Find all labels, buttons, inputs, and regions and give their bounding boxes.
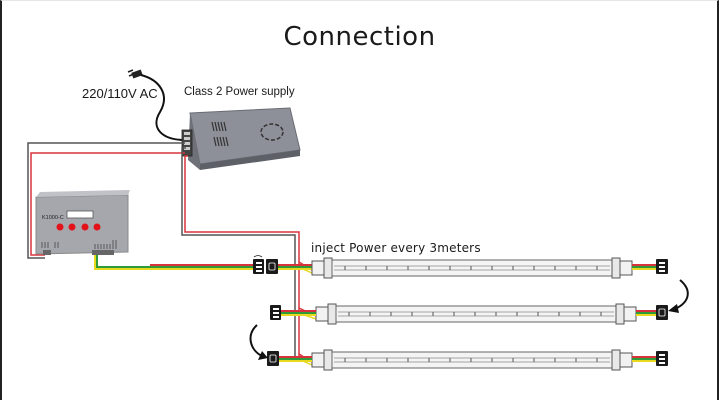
fan-icon [260,123,284,141]
controller-button-1 [56,223,64,231]
connector-male-tube1-end [656,259,668,274]
tube-output-wires [632,264,656,362]
diagram-title: Connection [283,22,436,52]
tube-input-wires [278,310,316,362]
controller-button-3 [81,223,89,231]
controller-data-cable [94,255,312,270]
arrow-tube2-to-tube3-icon [249,324,268,360]
connector-female-tube2-end [656,305,668,320]
connector-female-row1 [266,259,278,274]
controller-button-2 [68,223,76,231]
tube-tick-marks [344,266,602,362]
connector-male-row1 [253,255,264,274]
controller-button-4 [93,223,101,231]
power-supply-label: Class 2 Power supply [184,86,295,98]
controller-k1000c: K1000-C [35,190,130,255]
led-tube-1 [311,257,633,279]
ac-plug-icon [127,69,186,141]
controller-model-text: K1000-C [42,215,64,221]
controller-display [66,210,94,219]
ac-input-label: 220/110V AC [82,86,158,101]
connector-male-tube3-end [656,351,668,366]
controller-buttons [56,223,101,231]
led-tube-3 [311,349,633,371]
vent-slots-icon [211,121,229,147]
power-injection-wires [181,147,317,366]
connector-female-tube3-start [267,351,279,366]
psu-to-controller-wires [27,142,185,259]
inject-power-note: inject Power every 3meters [311,241,481,255]
arrow-tube1-to-tube2-icon [668,279,689,313]
power-supply-unit [181,107,301,170]
led-tube-2 [315,303,637,325]
connector-male-tube2-start [270,305,281,320]
